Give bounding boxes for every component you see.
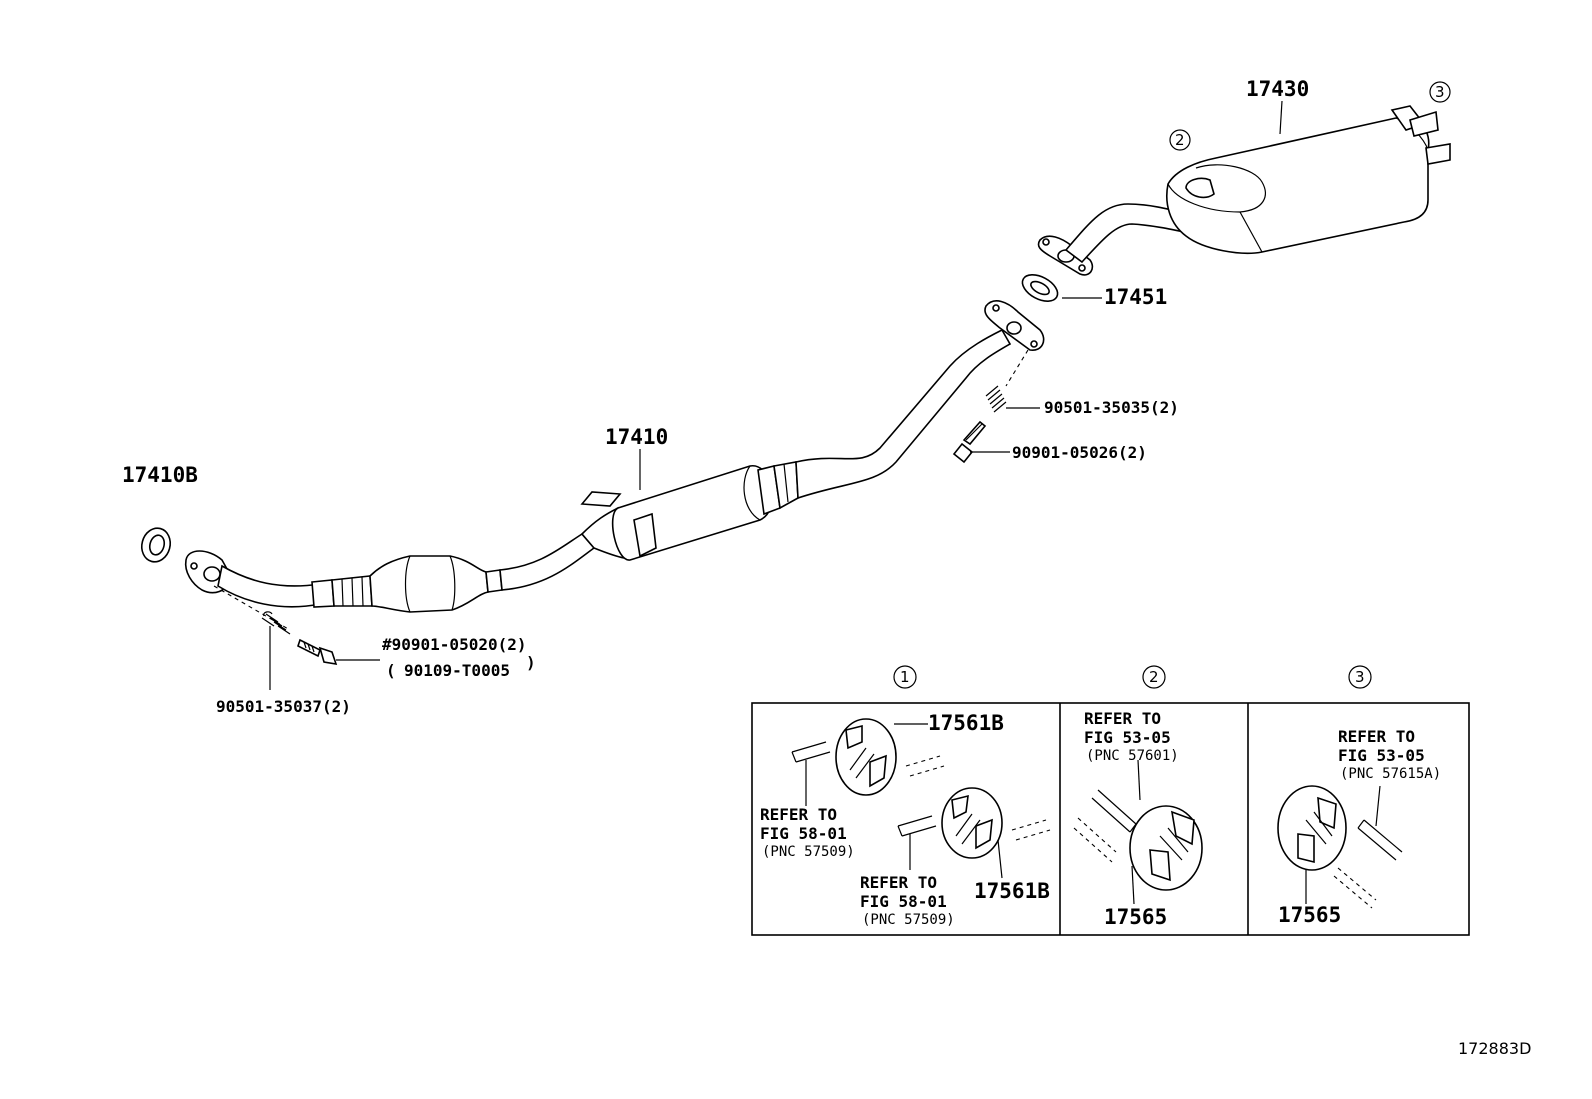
spring-front-90501-35037[interactable] [261,611,291,635]
svg-text:1: 1 [900,668,910,686]
refer-a-line2: FIG 58-01 [760,824,847,843]
detail-panel-3 [1277,785,1403,909]
refer-2-line3: (PNC 57601) [1086,748,1179,764]
bolt-rear-90901-05026[interactable] [952,420,987,464]
label-17565-detail-2: 17565 [1104,905,1167,929]
label-17410: 17410 [605,425,668,449]
leader-lines [269,100,1283,690]
gasket-17451[interactable] [1018,269,1062,306]
intermediate-pipe [795,328,1012,500]
label-17410b: 17410B [122,463,198,487]
callout-3-main[interactable]: 3 [1429,81,1451,103]
refer-b-line2: FIG 58-01 [860,892,947,911]
callout-3-detail[interactable]: 3 [1348,665,1372,689]
hanger-17561b-bottom[interactable] [941,787,1003,859]
detail-panel-1 [791,718,1051,879]
label-17561b-bottom: 17561B [974,879,1050,903]
label-paren-close: ) [526,653,536,672]
callout-2-main[interactable]: 2 [1169,129,1191,151]
refer-b-line3: (PNC 57509) [862,912,955,928]
label-paren-open: ( [386,661,396,680]
front-pipe [217,564,373,608]
center-pipe-17410[interactable] [580,461,799,561]
refer-a-line3: (PNC 57509) [762,844,855,860]
callout-1-detail[interactable]: 1 [893,665,917,689]
front-gasket-17410b[interactable] [138,525,174,565]
svg-text:2: 2 [1175,131,1185,149]
label-17561b-top: 17561B [928,711,1004,735]
hanger-17565-detail-2[interactable] [1129,805,1203,891]
refer-3-line3: (PNC 57615A) [1340,766,1441,782]
svg-text:3: 3 [1355,668,1365,686]
spring-rear-90501-35035[interactable] [985,385,1007,413]
detail-callouts: 1 2 3 [893,665,1372,689]
figure-id: 172883D [1458,1039,1531,1058]
refer-3-line2: FIG 53-05 [1338,746,1425,765]
callout-2-detail[interactable]: 2 [1142,665,1166,689]
label-90901-05026: 90901-05026(2) [1012,443,1147,462]
refer-2-line1: REFER TO [1084,709,1161,728]
hanger-17565-detail-3[interactable] [1277,785,1347,871]
refer-a-line1: REFER TO [760,805,837,824]
label-90501-35037: 90501-35037(2) [216,697,351,716]
bolt-front-90901-05020[interactable] [297,638,338,666]
label-90501-35035: 90501-35035(2) [1044,398,1179,417]
label-90109-t0005: 90109-T0005 [404,661,510,680]
catalytic-converter [369,555,489,613]
svg-text:3: 3 [1435,83,1445,101]
refer-3-line1: REFER TO [1338,727,1415,746]
rear-flange [984,300,1045,351]
label-17565-detail-3: 17565 [1278,903,1341,927]
label-17430: 17430 [1246,77,1309,101]
front-flange [184,550,233,594]
label-17451: 17451 [1104,285,1167,309]
svg-text:2: 2 [1149,668,1159,686]
mid-pipe [485,532,596,593]
detail-frame [751,702,1470,936]
detail-panel-2 [1073,759,1203,905]
refer-b-line1: REFER TO [860,873,937,892]
hanger-17561b-top[interactable] [835,718,897,796]
label-90901-05020: #90901-05020(2) [382,635,527,654]
tail-pipe-flange [1037,235,1094,276]
refer-2-line2: FIG 53-05 [1084,728,1171,747]
main-muffler-17430[interactable] [1166,105,1451,255]
